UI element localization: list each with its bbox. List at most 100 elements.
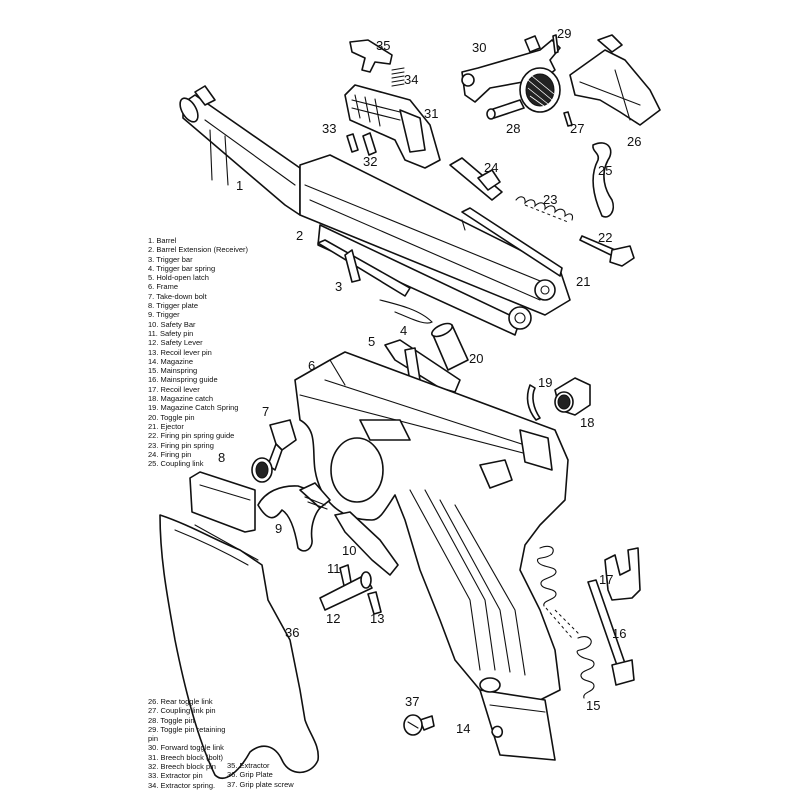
callout-4: 4 bbox=[400, 323, 407, 338]
callout-11: 11 bbox=[327, 561, 341, 576]
legend-item: 30. Forward toggle link bbox=[148, 743, 224, 753]
legend-item: 6. Frame bbox=[148, 282, 179, 292]
legend-item: 5. Hold-open latch bbox=[148, 273, 209, 283]
callout-25: 25 bbox=[598, 163, 612, 178]
legend-item: 37. Grip plate screw bbox=[227, 779, 294, 789]
part-safety-bar bbox=[334, 511, 399, 576]
legend-item: 23. Firing pin spring bbox=[148, 440, 214, 450]
legend-item: 4. Trigger bar spring bbox=[148, 263, 216, 273]
callout-23: 23 bbox=[543, 192, 557, 207]
part-grip-plate-screw bbox=[403, 714, 435, 736]
legend-item: 32. Breech block pin bbox=[148, 762, 216, 772]
callout-1: 1 bbox=[236, 178, 243, 193]
callout-22: 22 bbox=[598, 230, 612, 245]
part-breech-block-pin bbox=[362, 132, 377, 156]
part-trigger-bar-spring bbox=[379, 299, 433, 324]
legend-item: 26. Rear toggle link bbox=[148, 697, 213, 706]
callout-27: 27 bbox=[570, 121, 584, 136]
legend-item: 31. Breech block (bolt) bbox=[148, 752, 224, 762]
part-coupling-link-pin bbox=[563, 111, 573, 127]
part-toggle-knob bbox=[519, 67, 561, 113]
callout-labels: 1 2 3 4 5 6 7 8 9 10 11 12 13 14 15 16 1… bbox=[218, 26, 641, 736]
callout-29: 29 bbox=[557, 26, 571, 41]
callout-33: 33 bbox=[322, 121, 336, 136]
legend-item: 25. Coupling link bbox=[148, 459, 204, 469]
callout-3: 3 bbox=[335, 279, 342, 294]
legend-item: 18. Magazine catch bbox=[148, 394, 214, 404]
legend-item: 13. Recoil lever pin bbox=[148, 347, 212, 357]
part-firing-pin-spring-guide bbox=[579, 235, 635, 267]
legend-item: 21. Ejector bbox=[148, 421, 184, 431]
legend-item: 19. Magazine Catch Spring bbox=[148, 403, 239, 413]
part-extractor-pin bbox=[346, 133, 359, 153]
callout-34: 34 bbox=[404, 72, 418, 87]
callout-18: 18 bbox=[580, 415, 594, 430]
part-coupling-link bbox=[592, 142, 615, 218]
legend-item: 11. Safety pin bbox=[148, 328, 194, 338]
part-toggle-pin-retaining-pin bbox=[552, 34, 559, 54]
legend-item: 16. Mainspring guide bbox=[148, 375, 218, 385]
callout-35: 35 bbox=[376, 38, 390, 53]
legend-item: 36. Grip Plate bbox=[227, 770, 273, 780]
part-extractor-spring bbox=[391, 67, 405, 87]
callout-6: 6 bbox=[308, 358, 315, 373]
callout-19: 19 bbox=[538, 375, 552, 390]
part-toggle-pin-small bbox=[486, 99, 525, 120]
callout-13: 13 bbox=[370, 611, 384, 626]
part-magazine-catch bbox=[554, 377, 591, 416]
legend-item: 10. Safety Bar bbox=[148, 319, 196, 329]
part-barrel-extension bbox=[299, 154, 571, 336]
part-recoil-lever-pin bbox=[367, 591, 382, 615]
legend-item: 34. Extractor spring. bbox=[148, 780, 216, 790]
legend-item: 33. Extractor pin bbox=[148, 771, 203, 781]
part-hold-open-latch bbox=[384, 339, 461, 393]
part-toggle-pin bbox=[431, 322, 469, 371]
part-mainspring bbox=[536, 545, 595, 699]
callout-28: 28 bbox=[506, 121, 520, 136]
callout-15: 15 bbox=[586, 698, 600, 713]
legend-item: 8. Trigger plate bbox=[148, 301, 199, 311]
part-trigger-plate bbox=[189, 471, 256, 533]
callout-10: 10 bbox=[342, 543, 356, 558]
part-rear-toggle-link bbox=[569, 34, 661, 126]
legend-item: 35. Extractor bbox=[227, 761, 270, 770]
part-breech-block bbox=[344, 84, 441, 169]
callout-8: 8 bbox=[218, 450, 225, 465]
part-safety-lever bbox=[319, 571, 373, 611]
callout-14: 14 bbox=[456, 721, 470, 736]
callout-37: 37 bbox=[405, 694, 419, 709]
legend-item: 15. Mainspring bbox=[148, 366, 198, 376]
legend-item: 24. Firing pin bbox=[148, 449, 192, 459]
legend-item: 20. Toggle pin bbox=[148, 412, 195, 422]
legend-item: 14. Magazine bbox=[148, 356, 194, 366]
legend-item: 27. Coupling link pin bbox=[148, 706, 216, 716]
legend-item: 22. Firing pin spring guide bbox=[148, 431, 235, 441]
callout-26: 26 bbox=[627, 134, 641, 149]
part-forward-toggle-link bbox=[461, 35, 561, 103]
part-frame bbox=[294, 351, 569, 701]
part-mainspring-guide bbox=[587, 579, 635, 686]
part-ejector bbox=[461, 207, 563, 277]
part-recoil-lever bbox=[604, 547, 641, 601]
legend-item: 28. Toggle pin bbox=[148, 715, 195, 725]
callout-12: 12 bbox=[326, 611, 340, 626]
legend-item: 7. Take-down bolt bbox=[148, 291, 207, 301]
callout-2: 2 bbox=[296, 228, 303, 243]
callout-24: 24 bbox=[484, 160, 498, 175]
callout-21: 21 bbox=[576, 274, 590, 289]
legend-item: 2. Barrel Extension (Receiver) bbox=[148, 245, 249, 255]
legend-item: 12. Safety Lever bbox=[148, 338, 203, 348]
callout-5: 5 bbox=[368, 334, 375, 349]
callout-20: 20 bbox=[469, 351, 483, 366]
legend-item: 3. Trigger bar bbox=[148, 254, 193, 264]
callout-31: 31 bbox=[424, 106, 438, 121]
legend-item: 17. Recoil lever bbox=[148, 384, 200, 394]
callout-17: 17 bbox=[599, 572, 613, 587]
part-extractor bbox=[349, 39, 393, 73]
callout-30: 30 bbox=[472, 40, 486, 55]
callout-36: 36 bbox=[285, 625, 299, 640]
